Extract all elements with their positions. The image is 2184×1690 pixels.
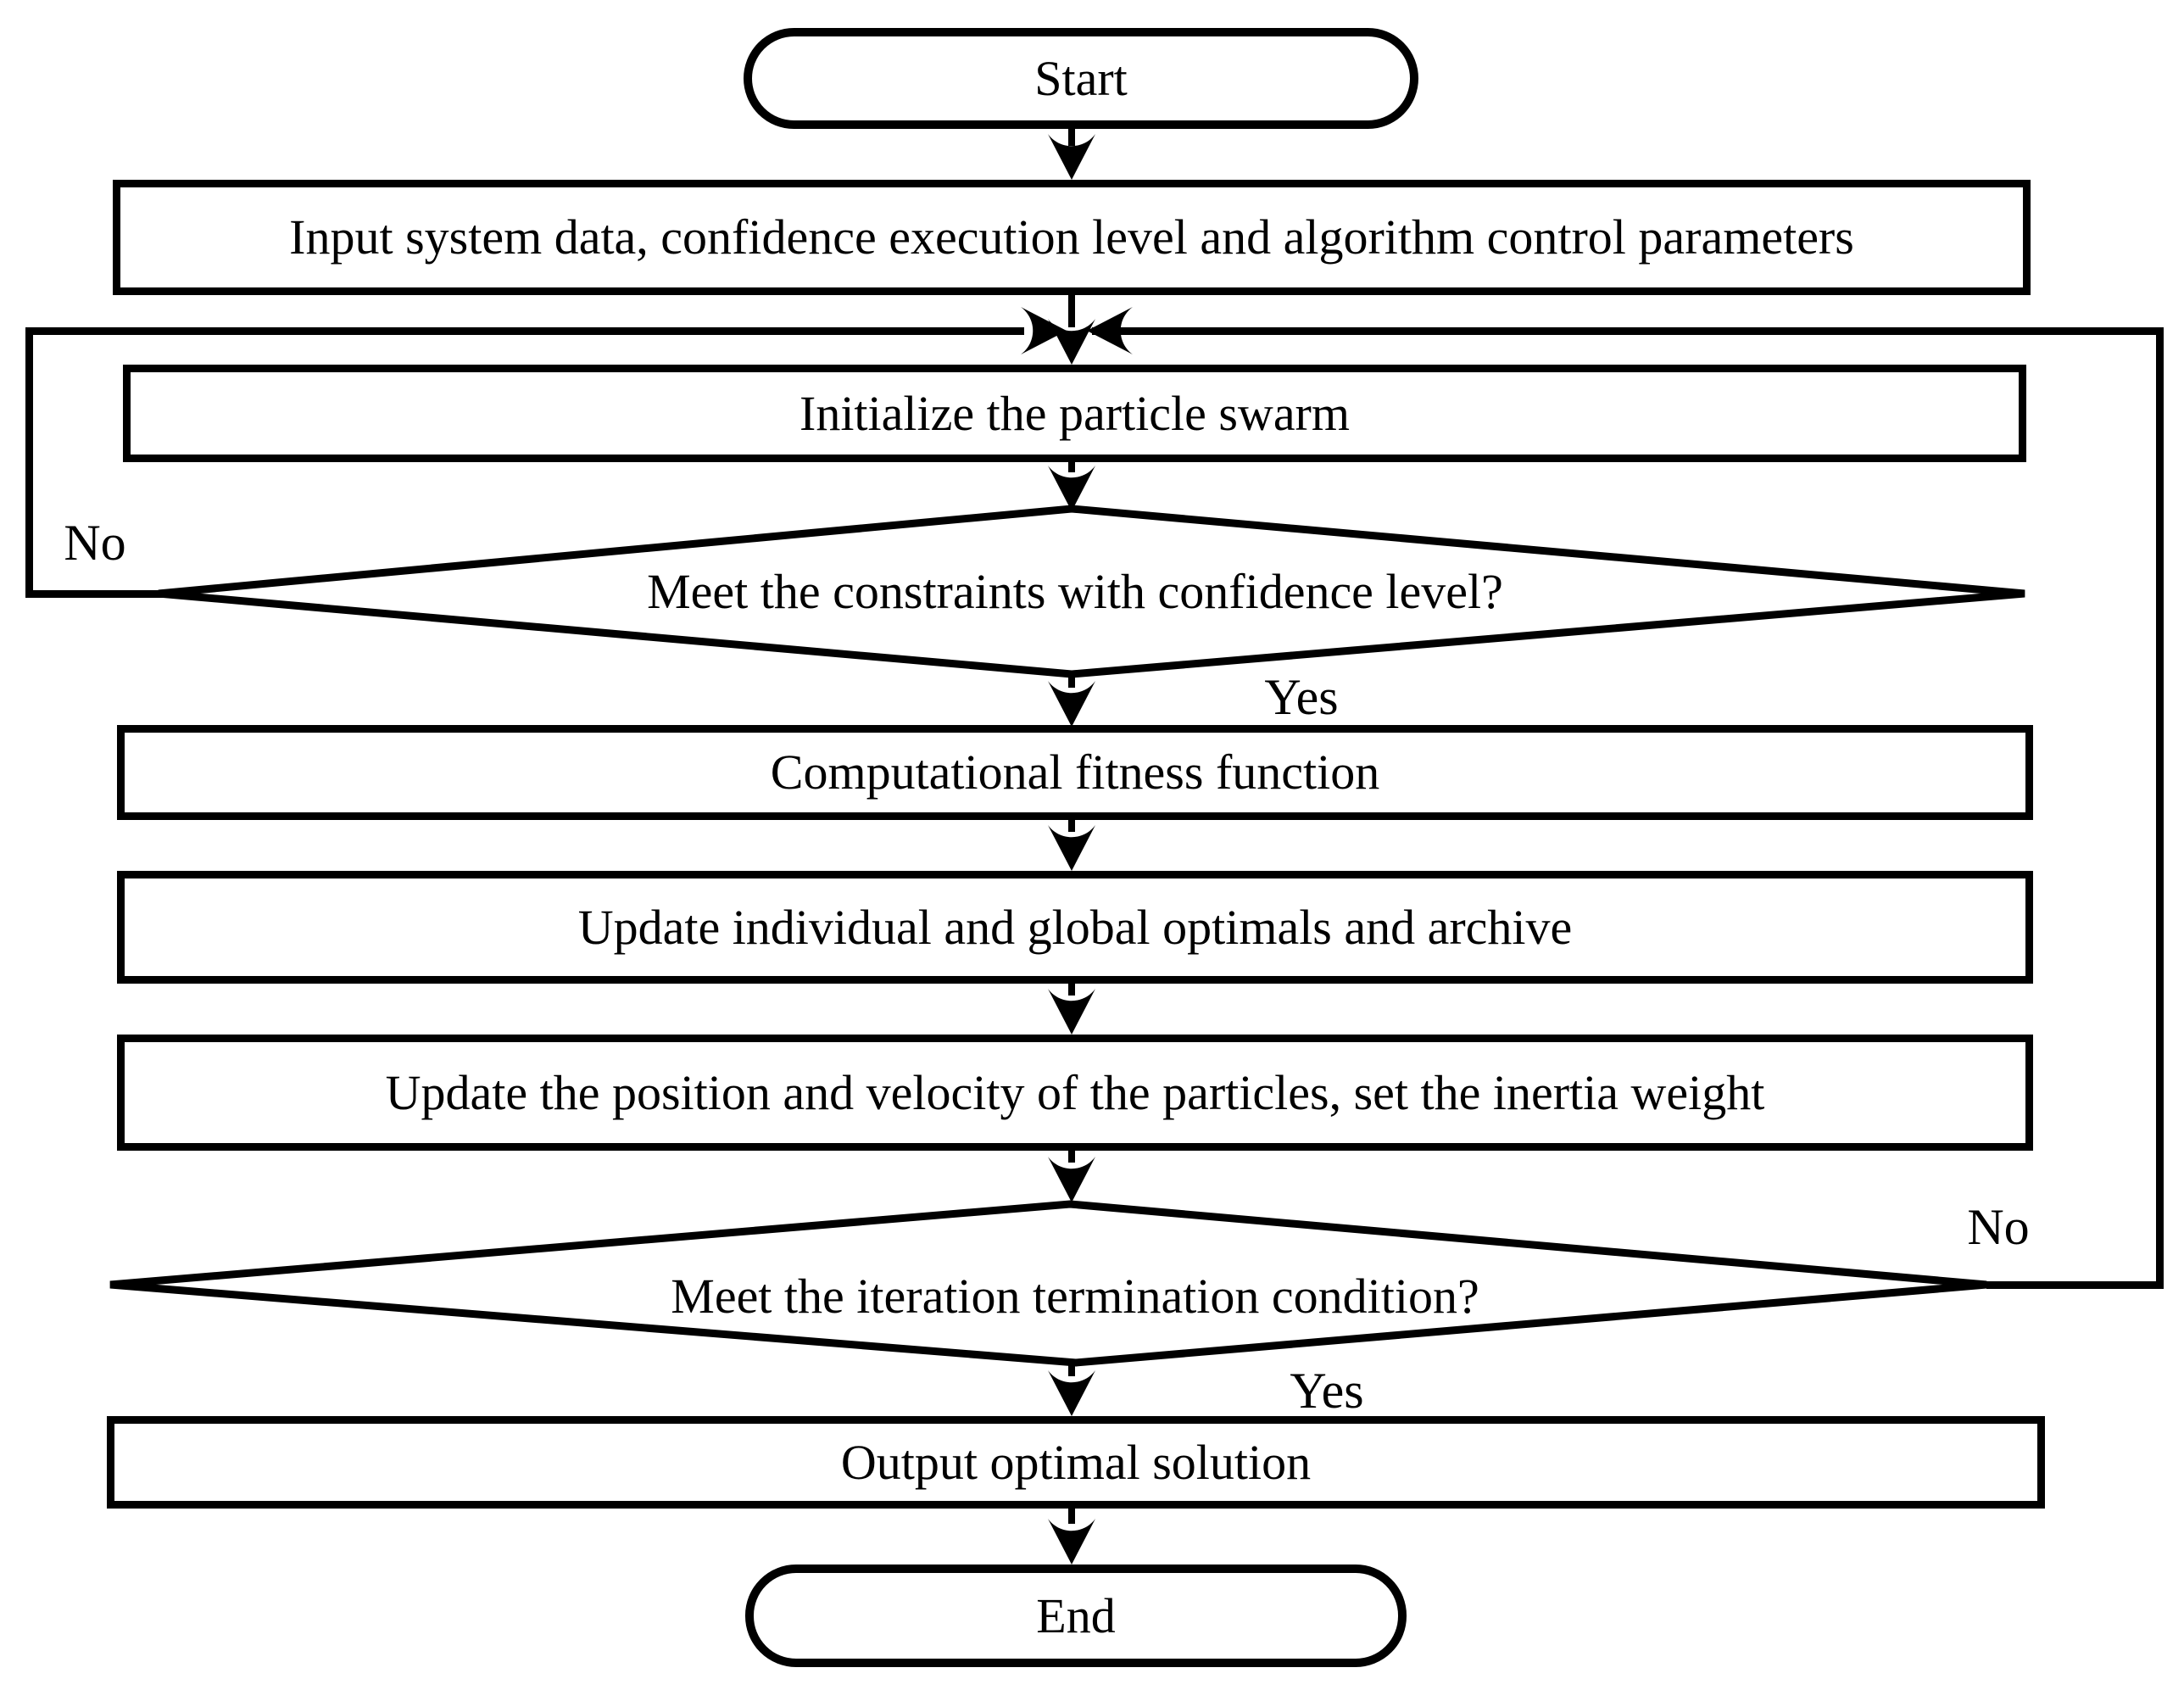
edge-initialize-d1 [1068,460,1075,472]
arrowhead-optimals-position-icon [1048,989,1095,1035]
edge-d1-no-vertical [25,327,33,598]
label-decision1-yes: Yes [1264,668,1339,725]
arrowhead-output-end-icon [1048,1519,1095,1565]
arrowhead-position-d2-icon [1048,1157,1095,1202]
merge-arrowhead-left-icon [1087,307,1133,354]
label-decision2-yes: Yes [1290,1362,1364,1419]
node-update-optimals: Update individual and global optimals an… [117,871,2033,984]
arrowhead-d2-output-icon [1048,1370,1095,1416]
node-fitness-label: Computational fitness function [770,745,1380,800]
node-update-position: Update the position and velocity of the … [117,1035,2033,1151]
edge-output-end [1068,1507,1075,1524]
arrowhead-d1-fitness-icon [1048,681,1095,727]
arrowhead-start-input-icon [1048,134,1095,180]
edge-d1-fitness [1068,672,1075,688]
edge-d2-no-vertical [2156,327,2164,1289]
node-initialize-label: Initialize the particle swarm [800,385,1350,441]
node-end: End [745,1565,1407,1667]
edge-d2-output [1068,1361,1075,1376]
edge-d1-no-horizontal [25,590,163,598]
decision-diamond-termination [109,1200,1987,1367]
node-fitness: Computational fitness function [117,725,2033,820]
edge-fitness-optimals [1068,818,1075,832]
node-initialize: Initialize the particle swarm [123,365,2026,462]
arrowhead-initialize-d1-icon [1048,466,1095,511]
node-start: Start [744,28,1418,129]
edge-d2-no-top [1092,327,2164,335]
arrowhead-fitness-optimals-icon [1048,825,1095,871]
node-output: Output optimal solution [107,1416,2045,1509]
node-output-label: Output optimal solution [840,1434,1312,1490]
arrowhead-input-initialize-icon [1048,319,1095,365]
node-end-label: End [1036,1587,1116,1643]
edge-d2-no-horizontal [1986,1281,2164,1289]
node-input-label: Input system data, confidence execution … [289,209,1854,265]
node-decision1-label: Meet the constraints with confidence lev… [647,563,1503,619]
edge-optimals-position [1068,982,1075,996]
edge-input-initialize [1068,293,1075,327]
node-update-position-label: Update the position and velocity of the … [385,1064,1765,1120]
node-update-optimals-label: Update individual and global optimals an… [577,899,1573,955]
edge-position-d2 [1068,1149,1075,1163]
edge-d1-no-top [25,327,1024,335]
label-decision2-no: No [1967,1198,2030,1255]
edge-start-input [1068,127,1075,146]
merge-arrowhead-right-icon [1021,307,1067,354]
label-decision1-no: No [64,514,126,571]
node-decision2-label: Meet the iteration termination condition… [671,1268,1479,1324]
node-input: Input system data, confidence execution … [113,180,2031,295]
decision-diamond-constraints [158,505,2025,678]
node-start-label: Start [1034,50,1128,106]
